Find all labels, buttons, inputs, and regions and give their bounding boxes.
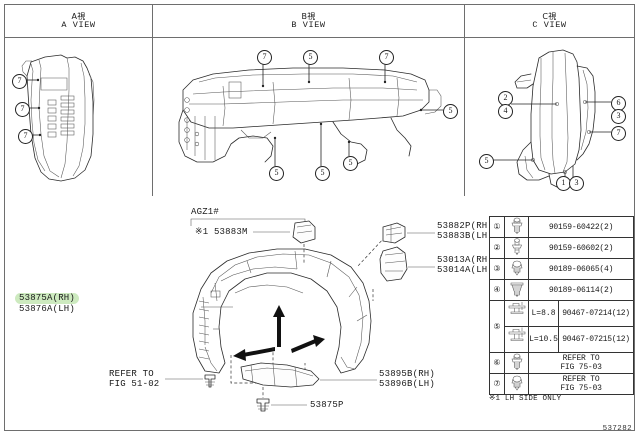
view-c-callout-5: 5 bbox=[479, 154, 494, 169]
push-clip-icon bbox=[503, 373, 530, 395]
view-a-callout-7-3: 7 bbox=[18, 129, 33, 144]
view-b-drawing bbox=[178, 62, 443, 166]
diagram-id-code: 537282 bbox=[602, 425, 632, 433]
liner-lower-part-label-rh: 53895B(RH) bbox=[379, 369, 436, 379]
view-b-callout-5-3: 5 bbox=[315, 166, 330, 181]
table-row: ④ 90189-06114(2) bbox=[489, 279, 634, 301]
view-a-title-en: A VIEW bbox=[61, 19, 96, 30]
part-no-3: ③ bbox=[489, 258, 505, 280]
view-c-title-en: C VIEW bbox=[532, 19, 567, 30]
table-row: ⑥ REFER TO FIG 75-03 bbox=[489, 352, 634, 374]
part-number-5b: 90467-07215(12) bbox=[557, 326, 635, 353]
pin-clip-icon bbox=[503, 326, 530, 353]
part-no-5: ⑤ bbox=[489, 300, 505, 353]
agz-bracket-label: AGZ1# bbox=[191, 207, 220, 217]
fender-liner-main-label-lh: 53876A(LH) bbox=[19, 304, 76, 314]
fender-liner-main-label-rh: 53875A(RH) bbox=[15, 293, 80, 304]
view-c-callout-4: 4 bbox=[498, 104, 513, 119]
refer-note-line2: FIG 51-02 bbox=[109, 379, 160, 389]
table-row: L=10.5 90467-07215(12) bbox=[490, 326, 635, 353]
view-panel-a: A視 A VIEW bbox=[5, 5, 153, 196]
refer-cell-7: REFER TO FIG 75-03 bbox=[528, 373, 634, 395]
part-number-3: 90189-06065(4) bbox=[528, 258, 634, 280]
seal-part-label-lh: 53014A(LH) bbox=[437, 265, 494, 275]
view-b-header: B視 B VIEW bbox=[153, 5, 464, 38]
view-c-title-jp: C視 bbox=[542, 11, 557, 21]
parts-table: ① 90159-60422(2) ② bbox=[489, 216, 635, 395]
view-c-drawing bbox=[491, 49, 611, 189]
view-a-callout-7-2: 7 bbox=[15, 102, 30, 117]
push-clip-icon bbox=[503, 258, 530, 280]
seal-part-label-rh: 53013A(RH) bbox=[437, 255, 494, 265]
view-b-callout-5-5: 5 bbox=[343, 156, 358, 171]
view-panel-c: C視 C VIEW bbox=[465, 5, 634, 196]
retainer-upper-part-label-lh: 53883B(LH) bbox=[437, 231, 494, 241]
view-c-body: 2 4 6 3 7 5 1 3 bbox=[465, 38, 634, 195]
view-b-callout-7-1: 7 bbox=[257, 50, 272, 65]
part-no-1: ① bbox=[489, 216, 505, 238]
refer-line2-6: FIG 75-03 bbox=[560, 363, 602, 372]
diagram-outer-frame bbox=[4, 4, 635, 431]
refer-line2-7: FIG 75-03 bbox=[560, 384, 602, 393]
refer-line1-7: REFER TO bbox=[562, 375, 600, 384]
view-a-body: 7 7 7 bbox=[5, 38, 152, 195]
view-a-header: A視 A VIEW bbox=[5, 5, 152, 38]
nut-clip-icon bbox=[503, 279, 530, 301]
view-b-title-en: B VIEW bbox=[291, 19, 326, 30]
view-panel-b: B視 B VIEW bbox=[153, 5, 465, 196]
view-b-title-jp: B視 bbox=[301, 11, 316, 21]
part-number-2: 90159-60602(2) bbox=[528, 237, 634, 259]
view-b-callout-5-1: 5 bbox=[303, 50, 318, 65]
clip-part-label: 53875P bbox=[310, 400, 344, 410]
table-row: ⑦ REFER TO FIG 75-03 bbox=[489, 373, 634, 395]
retainer-upper-part-label-rh: 53882P(RH) bbox=[437, 221, 494, 231]
main-diagram-drawing bbox=[165, 218, 435, 412]
table-row: ⑤ L=8.8 90467-07214(12) bbox=[489, 300, 635, 353]
part-number-4: 90189-06114(2) bbox=[528, 279, 634, 301]
view-a-title-jp: A視 bbox=[71, 11, 86, 21]
liner-lower-part-label-lh: 53896B(LH) bbox=[379, 379, 436, 389]
part-number-5a: 90467-07214(12) bbox=[557, 300, 635, 327]
view-c-header: C視 C VIEW bbox=[465, 5, 634, 38]
part-no-2: ② bbox=[489, 237, 505, 259]
diagram-footnote: ※1 LH SIDE ONLY bbox=[489, 395, 562, 403]
main-diagram-area: AGZ1# ※1 53883M 53875A(RH) 53876A(LH) 53… bbox=[5, 197, 635, 431]
view-b-callout-7-2: 7 bbox=[379, 50, 394, 65]
view-a-callout-7-1: 7 bbox=[12, 74, 27, 89]
part-no-4: ④ bbox=[489, 279, 505, 301]
refer-line1-6: REFER TO bbox=[562, 354, 600, 363]
screw-grommet-icon bbox=[503, 237, 530, 259]
table-row: ① 90159-60422(2) bbox=[489, 216, 634, 238]
liner-shield-part-label: ※1 53883M bbox=[195, 227, 248, 237]
part-no-6: ⑥ bbox=[489, 352, 505, 374]
view-panels-row: A視 A VIEW bbox=[5, 5, 634, 196]
screw-grommet-icon bbox=[503, 352, 530, 374]
view-c-callout-7: 7 bbox=[611, 126, 626, 141]
refer-cell-6: REFER TO FIG 75-03 bbox=[528, 352, 634, 374]
view-c-callout-3-2: 3 bbox=[569, 176, 584, 191]
part-number-1: 90159-60422(2) bbox=[528, 216, 634, 238]
part-no-7: ⑦ bbox=[489, 373, 505, 395]
table-row: ② 90159-60602(2) bbox=[489, 237, 634, 259]
view-a-drawing bbox=[21, 54, 95, 182]
pin-clip-icon bbox=[503, 300, 530, 327]
view-c-callout-3-1: 3 bbox=[611, 109, 626, 124]
view-b-callout-5-2: 5 bbox=[269, 166, 284, 181]
screw-grommet-icon bbox=[503, 216, 530, 238]
refer-note-line1: REFER TO bbox=[109, 369, 154, 379]
clip-length-5a: L=8.8 bbox=[528, 300, 559, 327]
table-row: ③ 90189-06065(4) bbox=[489, 258, 634, 280]
view-b-body: 7 5 7 5 5 5 5 bbox=[153, 38, 464, 195]
view-b-callout-5-4: 5 bbox=[443, 104, 458, 119]
clip-length-5b: L=10.5 bbox=[528, 326, 559, 353]
